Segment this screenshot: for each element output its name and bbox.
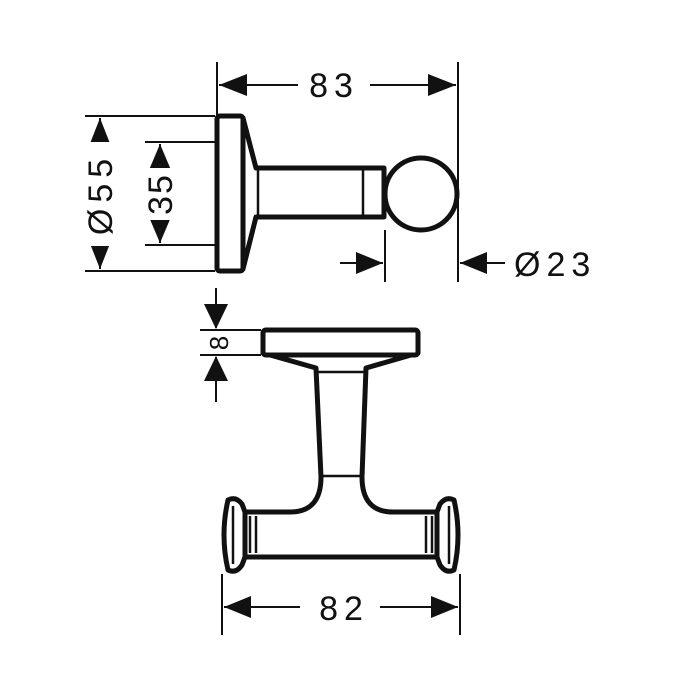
dimension-label-35: 35 xyxy=(142,173,180,215)
top-view-hook xyxy=(221,327,461,574)
dimension-label-23: Ø23 xyxy=(514,246,596,284)
dimension-label-55: Ø55 xyxy=(82,153,120,235)
dimension-83: 83 xyxy=(216,62,459,282)
dimension-8: 8 xyxy=(200,288,261,402)
stem xyxy=(242,350,440,560)
wall-plate xyxy=(214,113,246,274)
dimension-label-82: 82 xyxy=(319,590,369,628)
left-end-cap xyxy=(221,496,248,574)
dimension-diameter-23: Ø23 xyxy=(340,230,596,284)
dimension-label-83: 83 xyxy=(309,67,359,105)
dimension-diameter-55: Ø55 xyxy=(82,115,215,272)
base-plate xyxy=(260,327,421,358)
side-view-hook xyxy=(214,113,460,274)
dimension-label-8: 8 xyxy=(204,336,234,350)
dimension-35: 35 xyxy=(142,141,215,246)
dimension-82: 82 xyxy=(221,574,461,635)
knob xyxy=(382,155,460,233)
right-end-cap xyxy=(434,496,461,574)
